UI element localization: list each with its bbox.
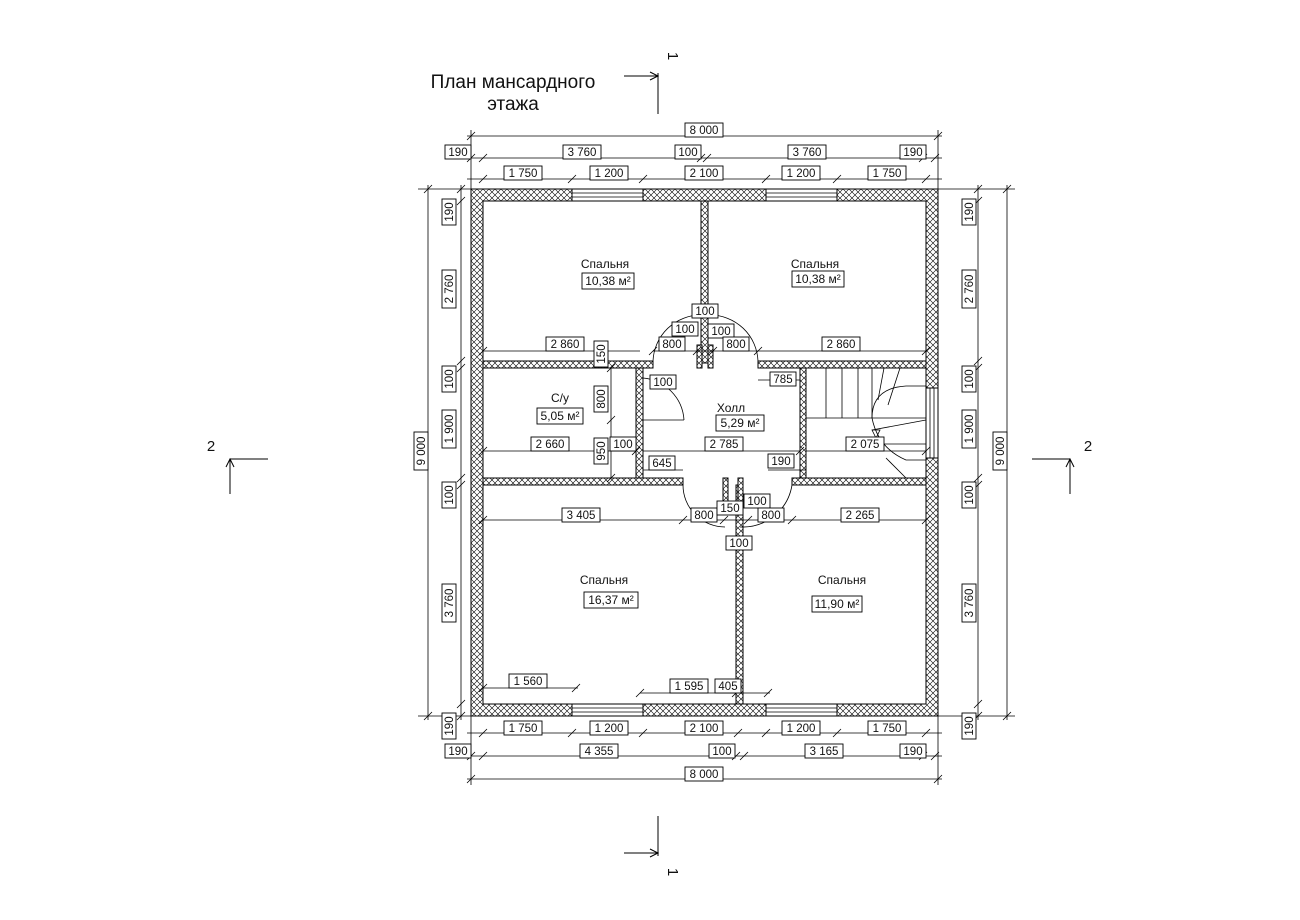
dim-label: 800: [596, 389, 608, 408]
section-mark-top-label: 1: [664, 52, 681, 60]
dim-label: 100: [964, 485, 976, 504]
dim-label: 3 760: [444, 589, 456, 618]
section-mark-left-label: 2: [207, 438, 215, 455]
dim-label: 1 750: [509, 168, 538, 180]
dim-label: 100: [613, 439, 632, 451]
dims-left: 9 000 190 2 760 100 1 900 100 3 760 190: [413, 198, 457, 740]
dim-label: 3 760: [793, 147, 822, 159]
section-mark-left: 2: [207, 438, 268, 494]
room-area: 10,38 м²: [795, 272, 841, 286]
dim-label: 100: [675, 324, 694, 336]
dim-label: 100: [695, 306, 714, 318]
dim-label: 2 265: [846, 510, 875, 522]
room-area: 16,37 м²: [588, 593, 634, 607]
room-name: Спальня: [791, 257, 839, 271]
dim-label: 190: [964, 202, 976, 221]
dim-label: 1 750: [873, 723, 902, 735]
dim-label: 800: [662, 339, 681, 351]
dim-label: 9 000: [416, 437, 428, 466]
dim-label: 1 200: [787, 168, 816, 180]
dims-top: 8 000 190 3 760 100 3 760 190 1 750 1 20…: [444, 122, 927, 181]
section-mark-right: 2: [1032, 438, 1092, 494]
section-mark-top: 1: [624, 52, 681, 114]
dim-label: 150: [720, 503, 739, 515]
dim-label: 1 900: [444, 415, 456, 444]
section-mark-bottom-label: 1: [664, 868, 681, 876]
dim-label: 2 760: [444, 275, 456, 304]
dim-label: 3 165: [810, 746, 839, 758]
dim-label: 100: [444, 369, 456, 388]
dim-label: 100: [653, 377, 672, 389]
room-name: С/у: [551, 391, 569, 405]
plan-title-line2: этажа: [487, 94, 539, 115]
dim-label: 1 200: [595, 168, 624, 180]
room-name: Холл: [717, 401, 745, 415]
dim-label: 100: [712, 746, 731, 758]
dim-label: 2 860: [551, 339, 580, 351]
dim-label: 9 000: [995, 437, 1007, 466]
dim-label: 8 000: [690, 769, 719, 781]
dim-label: 3 760: [964, 589, 976, 618]
staircase: [805, 367, 927, 479]
windows: [571, 188, 939, 717]
dim-label: 190: [444, 716, 456, 735]
room-name: Спальня: [580, 573, 628, 587]
dim-label: 190: [448, 147, 467, 159]
room-labels: Спальня 10,38 м² Спальня 10,38 м² С/у 5,…: [536, 257, 866, 613]
room-name: Спальня: [581, 257, 629, 271]
room-area: 10,38 м²: [585, 274, 631, 288]
dim-label: 190: [771, 456, 790, 468]
dim-label: 100: [729, 538, 748, 550]
dim-label: 100: [678, 147, 697, 159]
dim-label: 190: [903, 147, 922, 159]
dim-label: 2 860: [827, 339, 856, 351]
dim-label: 1 595: [675, 681, 704, 693]
dim-label: 2 100: [690, 723, 719, 735]
dim-label: 1 200: [787, 723, 816, 735]
dim-label: 1 900: [964, 415, 976, 444]
dims-bottom: 1 750 1 200 2 100 1 200 1 750 190 4 355 …: [444, 720, 927, 782]
dim-label: 190: [964, 716, 976, 735]
dim-label: 3 405: [567, 510, 596, 522]
dim-label: 800: [694, 510, 713, 522]
dim-label: 950: [596, 441, 608, 460]
dim-label: 100: [747, 496, 766, 508]
dim-label: 190: [444, 202, 456, 221]
room-area: 5,29 м²: [721, 416, 760, 430]
section-mark-right-label: 2: [1084, 438, 1092, 455]
dim-label: 2 075: [851, 439, 880, 451]
dim-label: 4 355: [585, 746, 614, 758]
dim-label: 3 760: [568, 147, 597, 159]
dim-label: 2 785: [710, 439, 739, 451]
dim-label: 2 760: [964, 275, 976, 304]
walls: [470, 188, 939, 717]
dim-label: 645: [652, 458, 671, 470]
dim-label: 100: [711, 326, 730, 338]
dim-label: 1 750: [509, 723, 538, 735]
plan-title-line1: План мансардного: [431, 72, 596, 93]
dim-label: 2 100: [690, 168, 719, 180]
dim-label: 1 560: [514, 676, 543, 688]
dim-label: 800: [761, 510, 780, 522]
dim-label: 1 750: [873, 168, 902, 180]
dim-label: 1 200: [595, 723, 624, 735]
dim-label: 405: [718, 681, 737, 693]
room-area: 11,90 м²: [815, 597, 860, 611]
room-name: Спальня: [818, 573, 866, 587]
section-mark-bottom: 1: [624, 816, 681, 876]
dim-label: 190: [903, 746, 922, 758]
dim-label: 190: [448, 746, 467, 758]
dim-label: 785: [773, 374, 792, 386]
dim-label: 800: [726, 339, 745, 351]
dim-label: 8 000: [690, 125, 719, 137]
room-area: 5,05 м²: [541, 409, 580, 423]
dim-label: 100: [964, 369, 976, 388]
dim-label: 150: [596, 344, 608, 363]
dim-label: 100: [444, 485, 456, 504]
dim-label: 2 660: [536, 439, 565, 451]
dims-right: 9 000 190 2 760 100 1 900 100 3 760 190: [961, 198, 1008, 740]
dims-interior: 100 100 100 800 800 2 860 2 860 150 100 …: [508, 303, 885, 694]
